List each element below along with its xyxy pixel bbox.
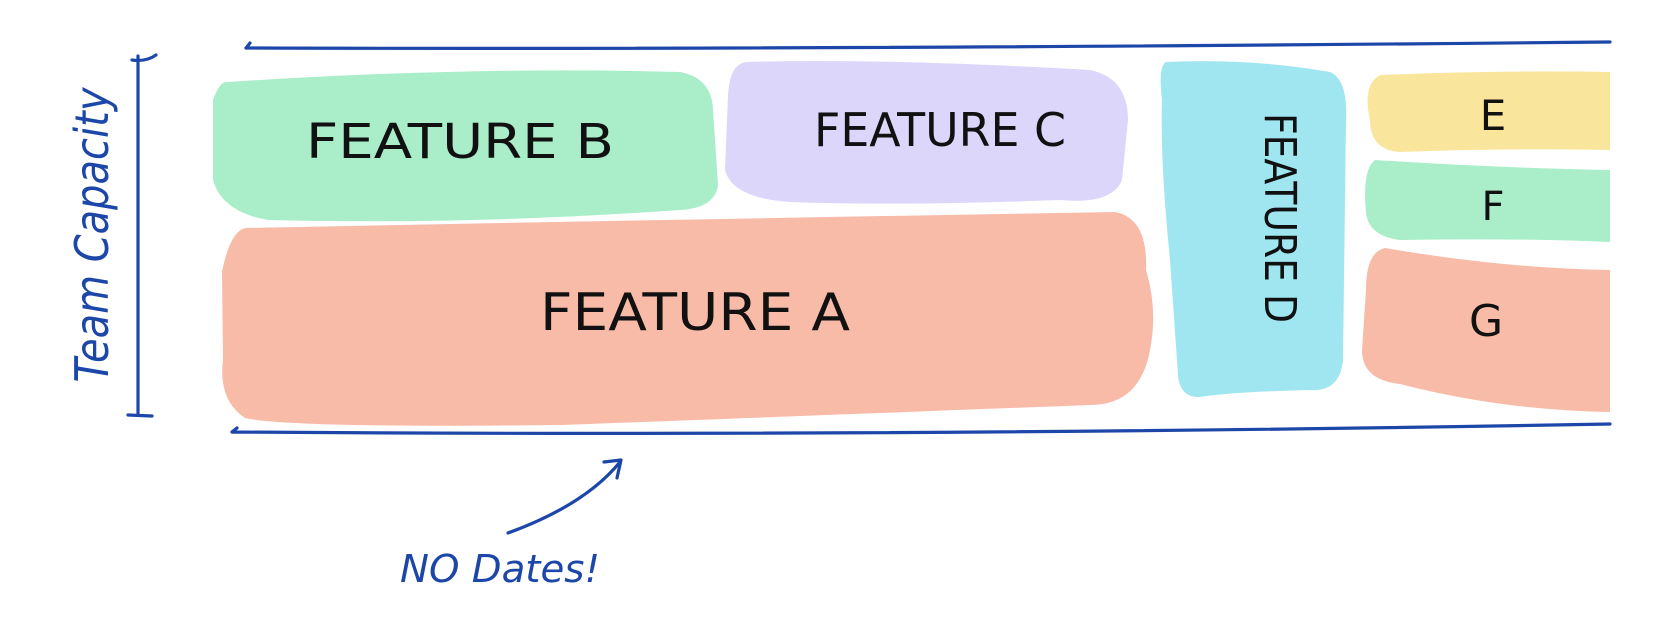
feature-a-label: FEATURE A <box>540 283 850 343</box>
feature-c-block <box>725 61 1128 204</box>
lane-top-border <box>244 40 1612 50</box>
no-dates-note: NO Dates! <box>400 547 600 591</box>
annotation-arrow <box>506 458 623 535</box>
feature-a-block <box>222 212 1154 426</box>
feature-c-label: FEATURE C <box>814 103 1066 157</box>
lane-bottom-border <box>230 422 1612 435</box>
feature-g-block <box>1362 248 1610 412</box>
feature-b-block <box>213 70 718 222</box>
feature-g-label: G <box>1469 296 1503 347</box>
feature-e-block <box>1367 71 1610 152</box>
feature-f-block <box>1365 160 1610 242</box>
feature-d-label: FEATURE D <box>1254 113 1305 323</box>
capacity-bracket <box>126 53 158 418</box>
team-capacity-label: Team Capacity <box>65 87 119 383</box>
feature-d-block <box>1160 61 1347 398</box>
feature-b-label: FEATURE B <box>306 114 614 170</box>
feature-f-label: F <box>1481 184 1504 230</box>
feature-e-label: E <box>1480 91 1507 140</box>
